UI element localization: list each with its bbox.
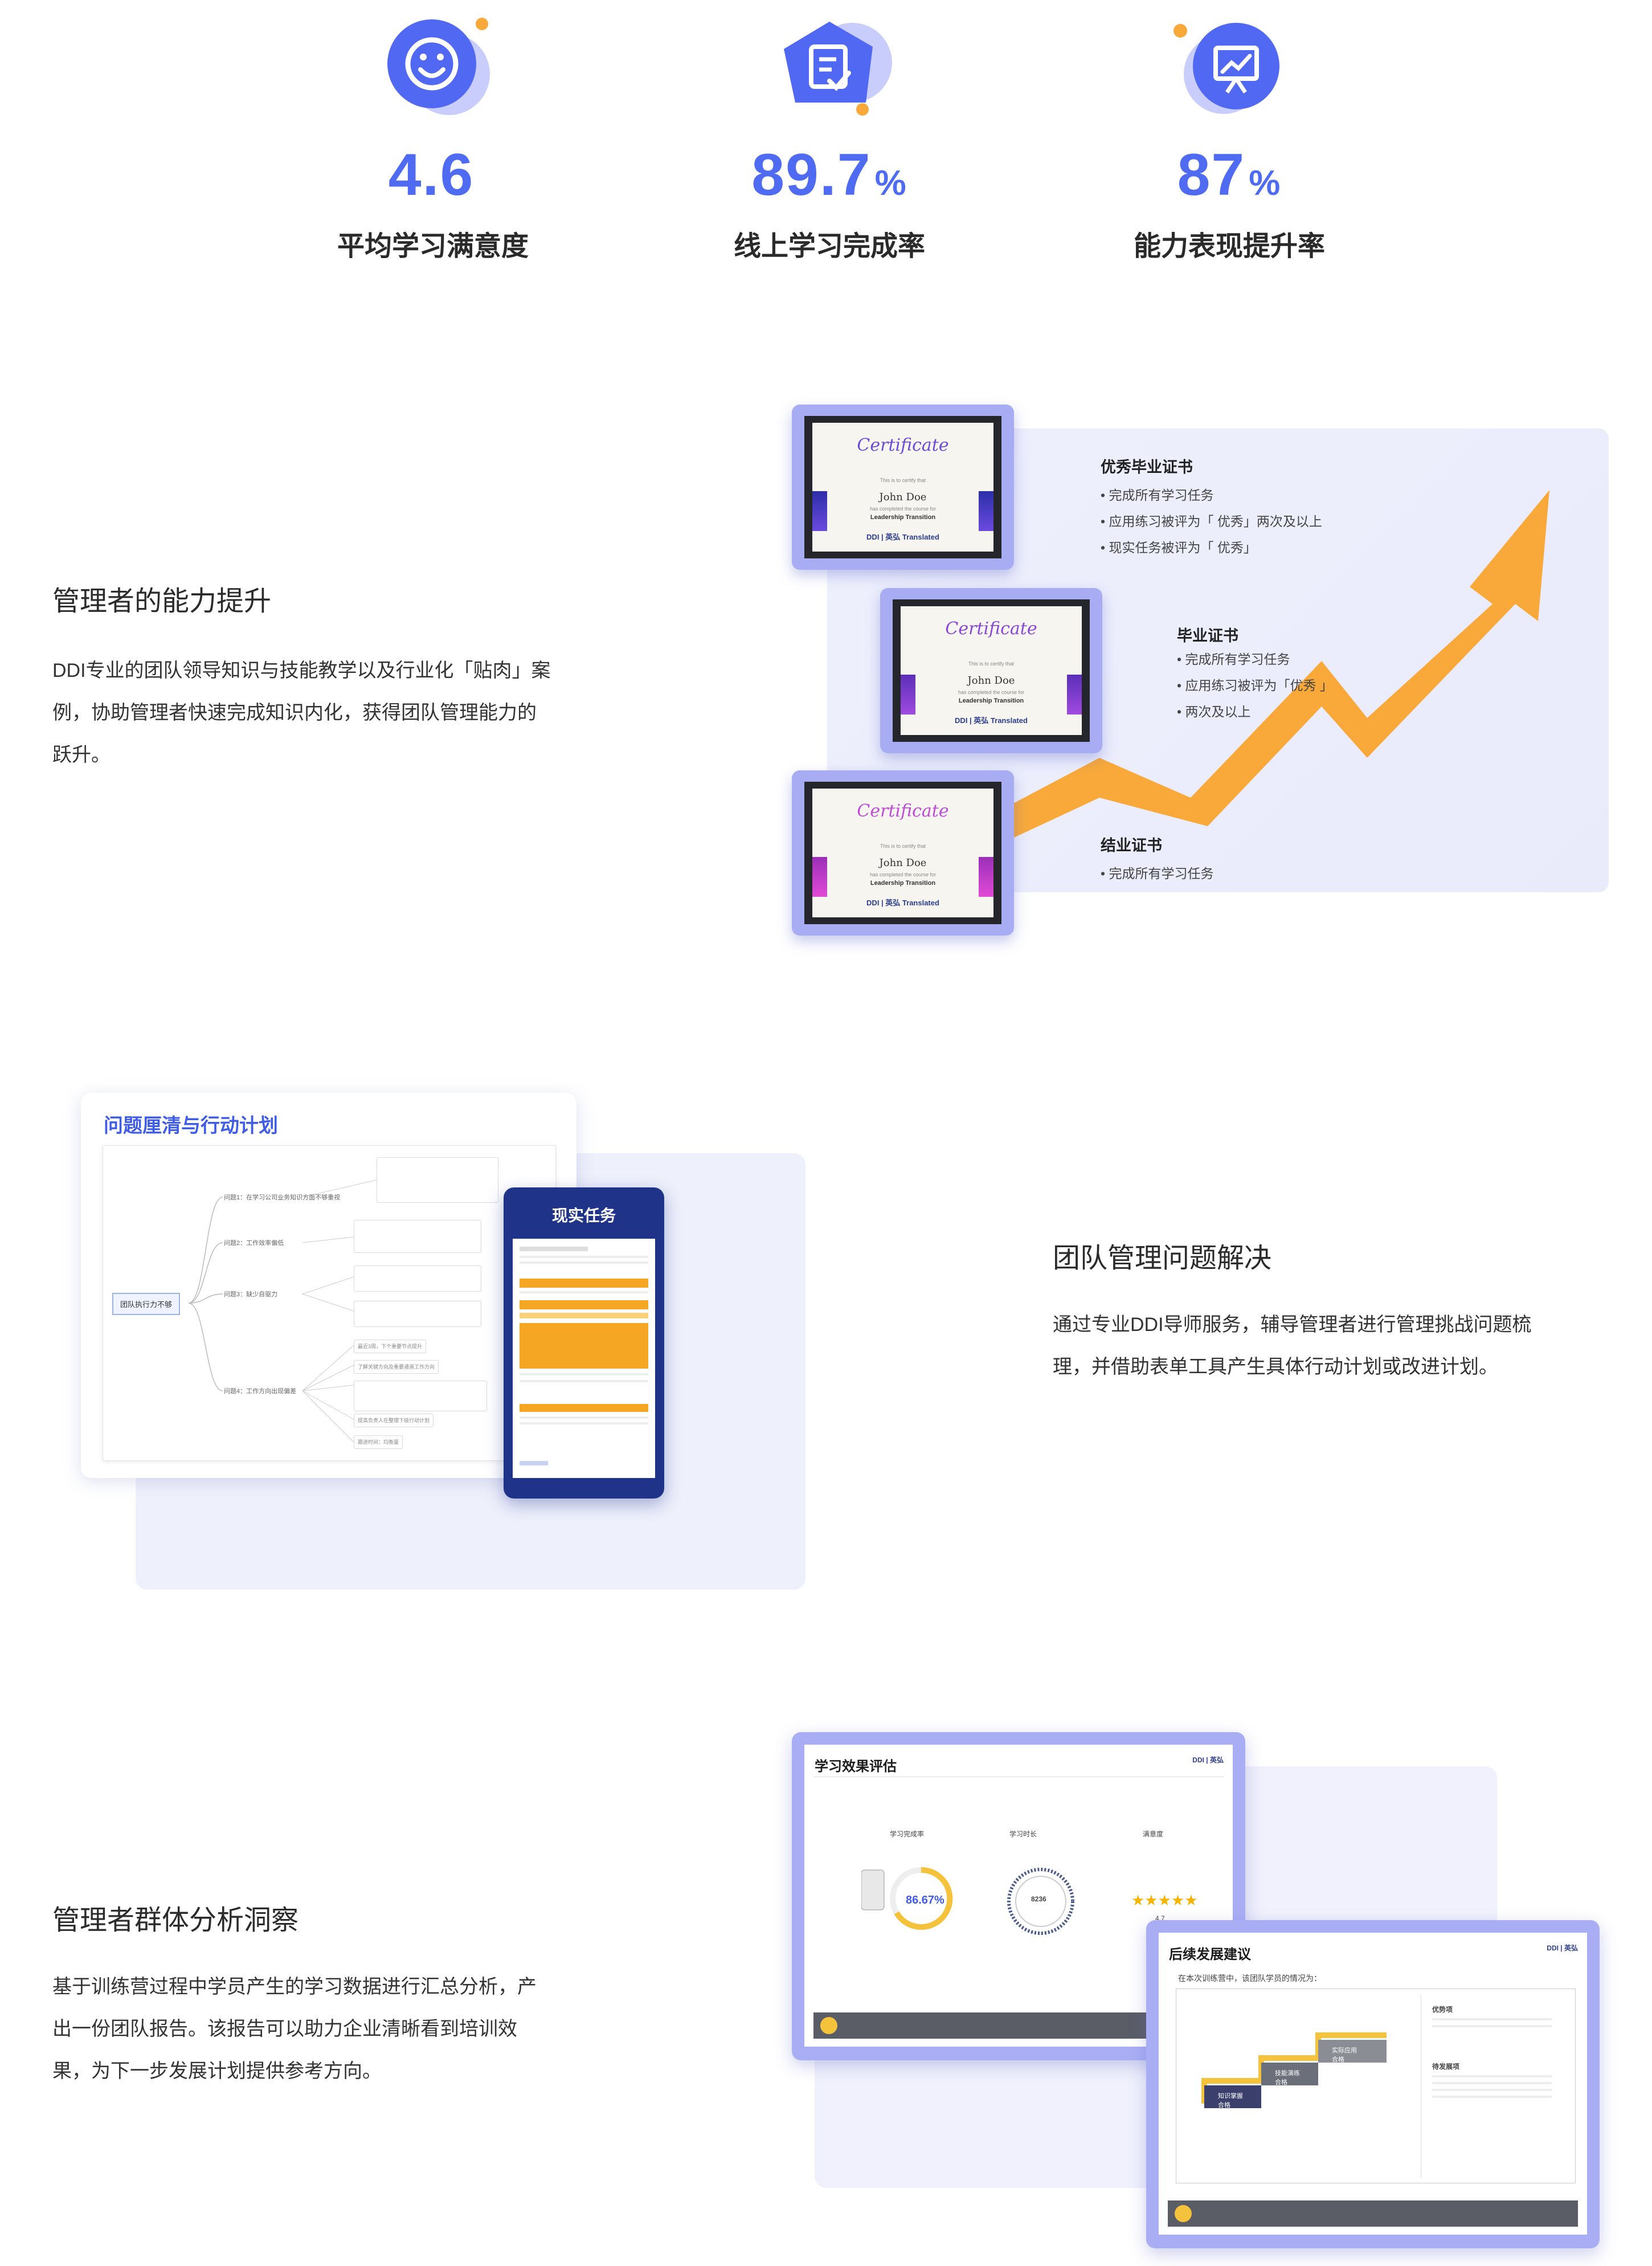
certificate-title: Certificate [857,801,949,821]
mindmap-leaf: 最近3周，下个重要节点提升 [354,1340,427,1353]
certificate-completion: Certificate This is to certify that John… [792,770,1014,936]
certificate-graduate: Certificate This is to certify that John… [880,588,1102,753]
ribbon-icon [1067,675,1082,714]
mindmap-branch: 问题2：工作效率偏低 [224,1240,284,1247]
duration-value: 8236 [1031,1895,1046,1903]
report-page: 后续发展建议 DDI | 英弘 在本次训练营中，该团队学员的情况为： 知识掌握 … [1159,1933,1587,2235]
growth-arrow-icon [1003,490,1549,838]
stat-value: 89.7% [751,142,907,208]
stat-improvement: 87% 能力表现提升率 [1058,0,1400,273]
section-body-group: 基于训练营过程中学员产生的学习数据进行汇总分析，产 出一份团队报告。该报告可以助… [52,1976,537,2082]
phone-screen [513,1239,655,1478]
stat-value: 87% [1177,142,1282,208]
ribbon-icon [901,675,915,714]
stat-label: 能力表现提升率 [1133,231,1325,262]
ribbon-icon [979,491,993,531]
mindmap-leaf [354,1301,481,1327]
smile-icon [387,18,490,115]
avatar-icon [820,2017,837,2034]
certificate-logo: DDI | 英弘 Translated [866,899,939,907]
completion-ring [861,1867,953,1930]
mindmap-leaf [354,1220,481,1253]
mindmap-title: 问题厘清与行动计划 [104,1115,278,1137]
avatar-icon [1175,2205,1192,2222]
section-title-ability: 管理者的能力提升 [52,586,272,616]
stat-label: 平均学习满意度 [337,231,529,262]
section-title-team: 团队管理问题解决 [1053,1243,1272,1273]
certificate-excellent: Certificate This is to certify that John… [792,405,1014,570]
mindmap-lines [188,1179,377,1443]
mindmap-root: 团队执行力不够 [112,1293,181,1315]
stat-satisfaction: 4.6 平均学习满意度 [262,0,604,273]
mindmap-branch: 问题4：工作方向出现偏差 [224,1388,297,1395]
report-development: 后续发展建议 DDI | 英弘 在本次训练营中，该团队学员的情况为： 知识掌握 … [1146,1920,1600,2248]
tier-title-excellent: 优秀毕业证书 [1101,459,1193,476]
mindmap-leaf: 了解关键方向及重要通道工作方向 [354,1360,439,1374]
phone-mockup: 现实任务 [504,1187,664,1499]
report-subtitle: 在本次训练营中，该团队学员的情况为： [1178,1974,1322,1983]
tier-title-completion: 结业证书 [1101,837,1162,854]
mindmap-branch: 问题3：缺少自驱力 [224,1291,278,1298]
certificate-title: Certificate [945,619,1037,639]
ribbon-icon [812,491,827,531]
mindmap-leaf: 跟进时间：均衡量 [354,1435,403,1449]
checklist-icon [784,22,892,116]
mindmap-leaf: 提高负责人在整理下级行动计划 [354,1414,434,1427]
report-heading: 学习效果评估 [815,1755,900,1778]
ribbon-icon [812,857,827,897]
report-heading: 后续发展建议 [1169,1943,1254,1966]
stat-value: 4.6 [388,142,475,208]
step-chart [1201,2032,1387,2108]
mindmap-card: 问题厘清与行动计划 团队执行力不够 问题1：在学习公司业务知识方面不够重视 问题… [81,1093,576,1478]
section-body-team: 通过专业DDI导师服务，辅导管理者进行管理挑战问题梳 理，并借助表单工具产生具体… [1053,1314,1532,1378]
completion-value: 86.67% [906,1894,944,1906]
tier-title-graduate: 毕业证书 [1177,627,1238,644]
mindmap-leaf [377,1157,498,1203]
mindmap-leaf [354,1381,487,1411]
mindmap-branch: 问题1：在学习公司业务知识方面不够重视 [224,1194,341,1201]
duration-ring [1007,1868,1074,1935]
rating-stars: ★★★★★ [1131,1892,1198,1909]
certificate-logo: DDI | 英弘 Translated [866,533,939,541]
report-logo: DDI | 英弘 [1547,1944,1578,1952]
report-logo: DDI | 英弘 [1192,1756,1224,1764]
chart-board-icon [1173,23,1279,114]
certificate-logo: DDI | 英弘 Translated [955,716,1028,725]
ribbon-icon [979,857,993,897]
certificate-title: Certificate [857,435,949,455]
section-body-ability: DDI专业的团队领导知识与技能教学以及行业化「贴肉」案 例，协助管理者快速完成知… [52,660,551,766]
report-summary-bar [1168,2200,1578,2227]
stat-label: 线上学习完成率 [733,231,925,262]
phone-title: 现实任务 [551,1207,616,1224]
mindmap-leaf [354,1265,481,1292]
mindmap-canvas: 团队执行力不够 问题1：在学习公司业务知识方面不够重视 问题2：工作效率偏低 问… [103,1145,556,1461]
stat-completion: 89.7% 线上学习完成率 [659,0,1000,273]
section-title-group: 管理者群体分析洞察 [52,1905,299,1936]
